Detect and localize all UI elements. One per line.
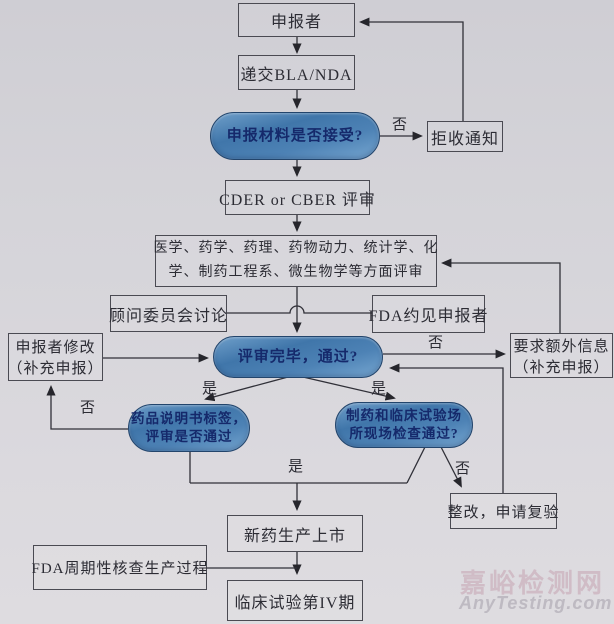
node-discipline-review-line1: 医学、药学、药理、药物动力、统计学、化 xyxy=(153,241,439,257)
decision-site-inspection-passed: 制药和临床试验场 所现场检查通过? xyxy=(335,402,473,448)
node-discipline-review-line2: 学、制药工程系、微生物学等方面评审 xyxy=(168,265,424,280)
decision-label-review-line2: 评审是否通过 xyxy=(145,429,233,444)
node-market-launch: 新药生产上市 xyxy=(227,515,363,552)
node-advisory-committee-label: 顾问委员会讨论 xyxy=(109,307,229,325)
node-cder-cber-review-label: CDER or CBER 评审 xyxy=(219,191,376,209)
edge-label-yes-left: 是 xyxy=(202,381,218,397)
edge-label-no-extra-info: 否 xyxy=(428,335,444,351)
node-market-launch-label: 新药生产上市 xyxy=(243,527,346,545)
node-rectify-reinspect-label: 整改，申请复验 xyxy=(447,504,560,521)
edge-reviewdoneq-labelq xyxy=(204,376,289,402)
edge-reject-applicant-loop xyxy=(359,17,464,121)
node-fda-meets-applicant: FDA约见申报者 xyxy=(369,295,488,333)
edge-siteq-join xyxy=(406,446,426,484)
edge-advisory-fdameet-hop xyxy=(227,305,372,314)
node-applicant: 申报者 xyxy=(238,3,355,37)
node-submit-bla-nda: 递交BLA/NDA xyxy=(238,55,355,90)
node-submit-label: 递交BLA/NDA xyxy=(240,66,353,84)
node-applicant-revise-line1: 申报者修改 xyxy=(15,340,96,356)
edge-label-yes-right: 是 xyxy=(371,381,387,397)
node-request-extra-info-line1: 要求额外信息 xyxy=(513,338,610,355)
node-rejection-notice: 拒收通知 xyxy=(427,121,503,152)
edge-label-no-revise: 否 xyxy=(80,400,96,416)
edge-reviewdoneq-siteq xyxy=(302,376,396,401)
node-applicant-revise-line2: （补充申报） xyxy=(7,361,104,377)
decision-label-review-passed: 药品说明书标签， 评审是否通过 xyxy=(128,404,250,452)
node-rectify-reinspect: 整改，申请复验 xyxy=(447,493,560,529)
node-phase4-trial: 临床试验第IV期 xyxy=(227,580,363,621)
edge-rectify-reviewdoneq-loop xyxy=(389,363,504,493)
decision-label-review-line1: 药品说明书标签， xyxy=(131,410,247,426)
decision-site-inspection-line2: 所现场检查通过? xyxy=(349,426,459,441)
node-applicant-revise: 申报者修改 （补充申报） xyxy=(8,333,103,381)
node-fda-periodic-check: FDA周期性核查生产过程 xyxy=(31,545,209,590)
node-request-extra-info-line2: （补充申报） xyxy=(513,359,610,376)
decision-materials-accepted: 申报材料是否接受? xyxy=(210,112,380,160)
decision-review-passed: 评审完毕，通过? xyxy=(213,336,383,378)
edge-label-yes-center: 是 xyxy=(288,459,304,475)
node-fda-meets-applicant-label: FDA约见申报者 xyxy=(368,308,489,325)
node-phase4-trial-label: 临床试验第IV期 xyxy=(234,594,356,612)
node-rejection-notice-label: 拒收通知 xyxy=(430,130,499,148)
node-discipline-review: 医学、药学、药理、药物动力、统计学、化 学、制药工程系、微生物学等方面评审 xyxy=(153,235,439,287)
node-request-extra-info: 要求额外信息 （补充申报） xyxy=(510,333,613,378)
edge-label-no-rectify: 否 xyxy=(455,461,471,477)
watermark-chinese: 嘉峪检测网 xyxy=(460,568,606,598)
decision-materials-accepted-label: 申报材料是否接受? xyxy=(226,127,364,144)
node-advisory-committee: 顾问委员会讨论 xyxy=(109,295,229,332)
node-cder-cber-review: CDER or CBER 评审 xyxy=(219,180,375,215)
edge-label-no-reject: 否 xyxy=(392,117,408,133)
node-fda-periodic-check-label: FDA周期性核查生产过程 xyxy=(31,561,209,577)
edge-extrainfo-review-loop xyxy=(441,258,561,333)
edge-labelq-revise-loop xyxy=(46,385,128,430)
edge-siteq-rectify xyxy=(440,446,462,488)
watermark-anytesting: AnyTesting.com xyxy=(459,593,613,613)
decision-review-passed-label: 评审完毕，通过? xyxy=(237,348,359,365)
node-applicant-label: 申报者 xyxy=(270,14,322,31)
decision-site-inspection-line1: 制药和临床试验场 xyxy=(346,407,462,423)
